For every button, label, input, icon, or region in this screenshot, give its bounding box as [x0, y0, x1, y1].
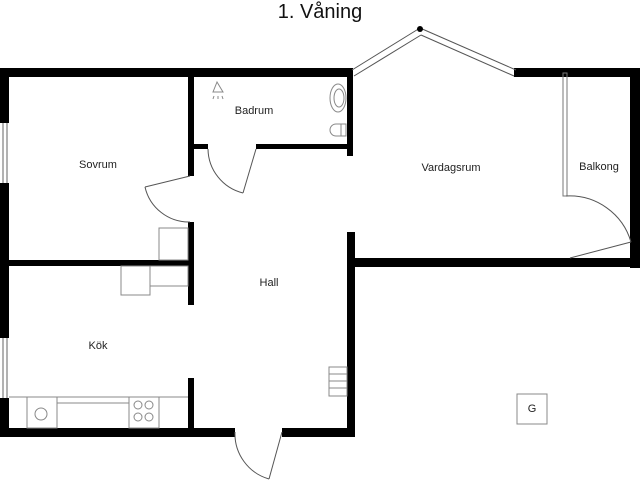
- floor-title: 1. Våning: [277, 1, 363, 23]
- room-label-vardagsrum: Vardagsrum: [421, 162, 481, 174]
- doors: [144, 148, 632, 480]
- balcony-partition: [562, 72, 568, 197]
- bay-window: [351, 27, 517, 77]
- room-label-balkong: Balkong: [579, 161, 619, 173]
- fixtures: [9, 80, 548, 429]
- room-label-hall: Hall: [259, 277, 279, 289]
- room-label-sovrum: Sovrum: [79, 159, 117, 171]
- room-label-badrum: Badrum: [234, 105, 274, 117]
- walls: [0, 68, 640, 437]
- windows-left: [2, 123, 8, 398]
- room-label-kok: Kök: [88, 340, 108, 352]
- g-marker-label: G: [527, 403, 537, 415]
